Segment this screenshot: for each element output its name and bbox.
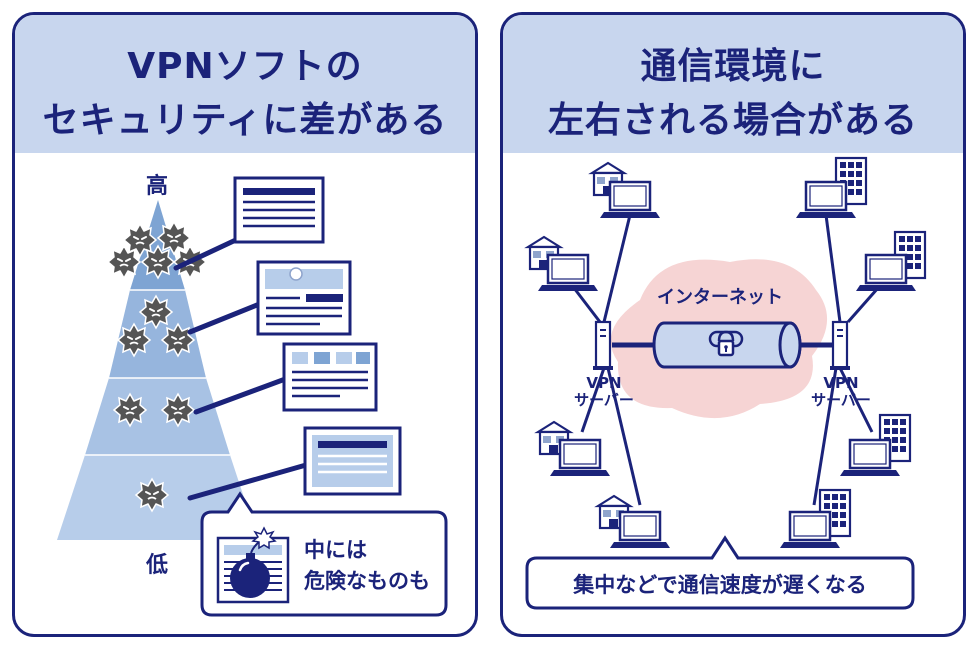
document-card-3 — [282, 342, 378, 412]
vpn-server-left-line2: サーバー — [574, 391, 634, 409]
virus-single-bottom — [135, 478, 169, 512]
laptop-icon — [794, 180, 858, 220]
left-panel-header — [15, 15, 475, 153]
warning-callout: 中には 危険なものも — [200, 491, 448, 617]
laptop-icon — [838, 438, 902, 478]
vpn-server-left-line1: VPN — [586, 374, 621, 392]
right-panel-header — [503, 15, 963, 153]
callout-line2: 危険なものも — [304, 569, 430, 593]
bomb-document-icon — [216, 526, 290, 604]
laptop-icon — [548, 438, 612, 478]
vpn-server-right-line2: サーバー — [811, 391, 871, 409]
laptop-icon — [854, 253, 918, 293]
high-label: 高 — [146, 173, 168, 199]
document-card-2 — [256, 260, 352, 336]
left-title-line1: VPNソフトの — [127, 46, 363, 87]
vpn-server-right-icon — [828, 320, 852, 372]
laptop-icon — [778, 510, 842, 550]
laptop-icon — [608, 510, 672, 550]
internet-label: インターネット — [657, 287, 783, 308]
vpn-server-right-line1: VPN — [823, 374, 858, 392]
laptop-icon — [536, 253, 600, 293]
right-title-line1: 通信環境に — [640, 46, 826, 87]
padlock-icon — [708, 330, 744, 357]
pyramid-connectors — [173, 235, 309, 501]
low-label: 低 — [145, 553, 168, 578]
vpn-tunnel — [652, 321, 802, 369]
laptop-icon — [598, 180, 662, 220]
speed-caption: 集中などで通信速度が遅くなる — [572, 573, 867, 597]
left-title-line2: セキュリティに差がある — [42, 100, 448, 141]
right-title-line2: 左右される場合がある — [547, 100, 918, 141]
speed-caption-bubble: 集中などで通信速度が遅くなる — [525, 535, 915, 610]
vpn-server-left-icon — [591, 320, 615, 372]
network-links — [572, 214, 880, 506]
document-card-4 — [303, 426, 402, 496]
document-card-1 — [233, 176, 325, 244]
callout-line1: 中には — [304, 538, 367, 562]
